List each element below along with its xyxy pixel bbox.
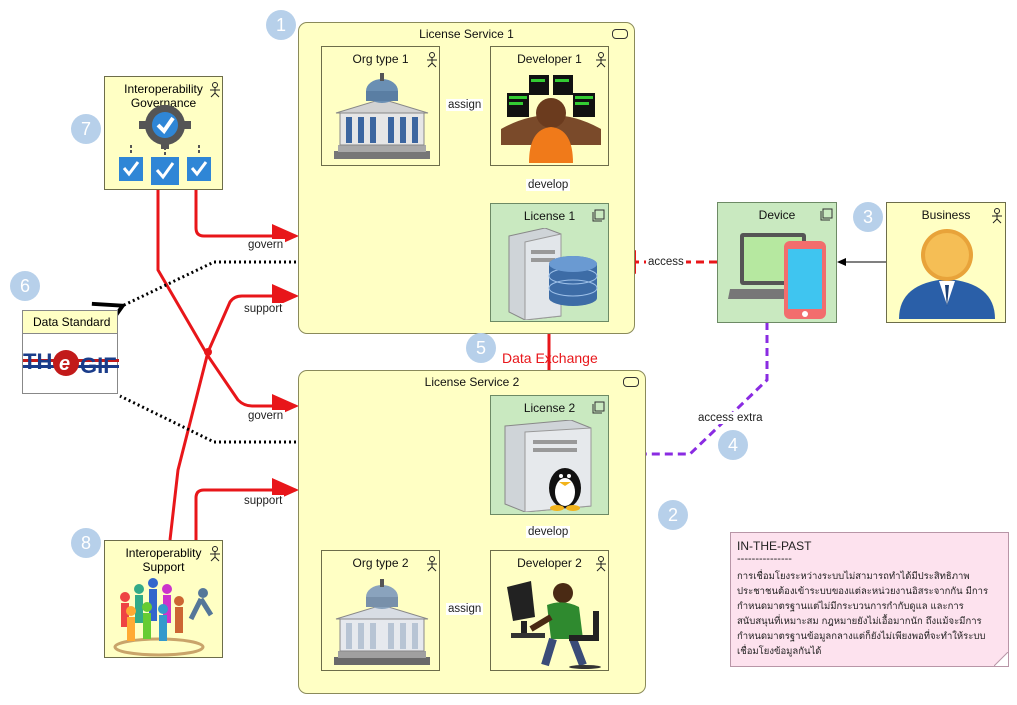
- laptop-phone-icon: [728, 233, 826, 319]
- server-linux-icon: [504, 420, 592, 512]
- badge-4: 4: [718, 430, 748, 460]
- actor-icon: [596, 556, 606, 572]
- device[interactable]: Device: [717, 202, 837, 323]
- support-label-2: support: [242, 495, 285, 507]
- note-body: การเชื่อมโยงระหว่างระบบไม่สามารถทำได้มีป…: [737, 571, 989, 657]
- actor-icon: [596, 52, 606, 68]
- data-standard-label: Data Standard: [23, 311, 117, 334]
- badge-3: 3: [853, 202, 883, 232]
- org-type-2[interactable]: Org type 2: [321, 550, 440, 671]
- assign-label-1: assign: [446, 99, 484, 111]
- govern-label-2: govern: [246, 410, 286, 422]
- assign-label-2: assign: [446, 603, 484, 615]
- building-icon: [334, 73, 430, 159]
- svg-text:GIF: GIF: [80, 353, 117, 378]
- device-icon: [592, 401, 605, 414]
- note-fold: [994, 652, 1008, 666]
- device-icon: [592, 209, 605, 222]
- developer-1-label: Developer 1: [517, 52, 582, 66]
- note-separator: ---------------: [737, 553, 792, 565]
- org-type-2-label: Org type 2: [352, 556, 409, 570]
- business[interactable]: Business: [886, 202, 1006, 323]
- govern-label-1: govern: [246, 239, 286, 251]
- badge-7: 7: [71, 114, 101, 144]
- svg-text:TH: TH: [23, 349, 52, 374]
- badge-2: 2: [658, 500, 688, 530]
- license-2[interactable]: License 2: [490, 395, 609, 515]
- support-line-1: [168, 284, 299, 541]
- developer-2[interactable]: Developer 2: [490, 550, 609, 671]
- data-standard[interactable]: Data Standard TH e GIF: [22, 310, 119, 394]
- note-heading: IN-THE-PAST: [737, 539, 812, 553]
- govern-line-2: [156, 190, 299, 418]
- support-label: Interoperablity Support: [125, 546, 202, 574]
- building-icon: [334, 579, 430, 665]
- business-label: Business: [921, 208, 971, 222]
- people-crowd-icon: [113, 578, 214, 657]
- gear-checkmarks-icon: [119, 105, 211, 185]
- developer-1[interactable]: Developer 1: [490, 46, 609, 166]
- in-the-past-note: IN-THE-PAST --------------- การเชื่อมโยง…: [730, 532, 1009, 667]
- actor-icon: [210, 82, 220, 98]
- license-1[interactable]: License 1: [490, 203, 609, 322]
- data-exchange-label: Data Exchange: [502, 350, 598, 366]
- org-type-1[interactable]: Org type 1: [321, 46, 440, 166]
- svg-text:e: e: [59, 353, 70, 375]
- programmer-icon: [507, 581, 601, 669]
- interoperability-support[interactable]: Interoperablity Support: [104, 540, 223, 658]
- egif-logo: TH e GIF: [23, 339, 119, 391]
- programmer-icon: [501, 75, 601, 163]
- support-label-1: support: [242, 303, 285, 315]
- businessman-icon: [899, 229, 995, 319]
- developer-2-label: Developer 2: [517, 556, 582, 570]
- badge-8: 8: [71, 528, 101, 558]
- actor-icon: [427, 556, 437, 572]
- org-type-1-label: Org type 1: [352, 52, 409, 66]
- governance-label: Interoperability Governance: [124, 82, 203, 110]
- badge-5: 5: [466, 333, 496, 363]
- app-component-icon: [623, 377, 639, 387]
- app-component-icon: [612, 29, 628, 39]
- develop-label-2: develop: [526, 526, 571, 538]
- service-1-title: License Service 1: [419, 27, 514, 41]
- device-icon: [820, 208, 833, 221]
- govern-line-1: [194, 190, 299, 248]
- device-label: Device: [758, 208, 796, 222]
- access-extra-label: access extra: [696, 412, 765, 424]
- badge-1: 1: [266, 10, 296, 40]
- service-2-title: License Service 2: [424, 375, 520, 389]
- standard-line-2: [119, 394, 296, 444]
- actor-icon: [427, 52, 437, 68]
- server-database-icon: [508, 228, 598, 320]
- interoperability-governance[interactable]: Interoperability Governance: [104, 76, 223, 190]
- actor-icon: [992, 208, 1002, 224]
- develop-label-1: develop: [526, 179, 571, 191]
- actor-icon: [210, 546, 220, 562]
- badge-6: 6: [10, 271, 40, 301]
- support-line-2: [194, 478, 299, 540]
- standard-line-1: [120, 260, 296, 307]
- license-1-label: License 1: [523, 209, 576, 223]
- access-label: access: [646, 256, 686, 268]
- license-2-label: License 2: [523, 401, 576, 415]
